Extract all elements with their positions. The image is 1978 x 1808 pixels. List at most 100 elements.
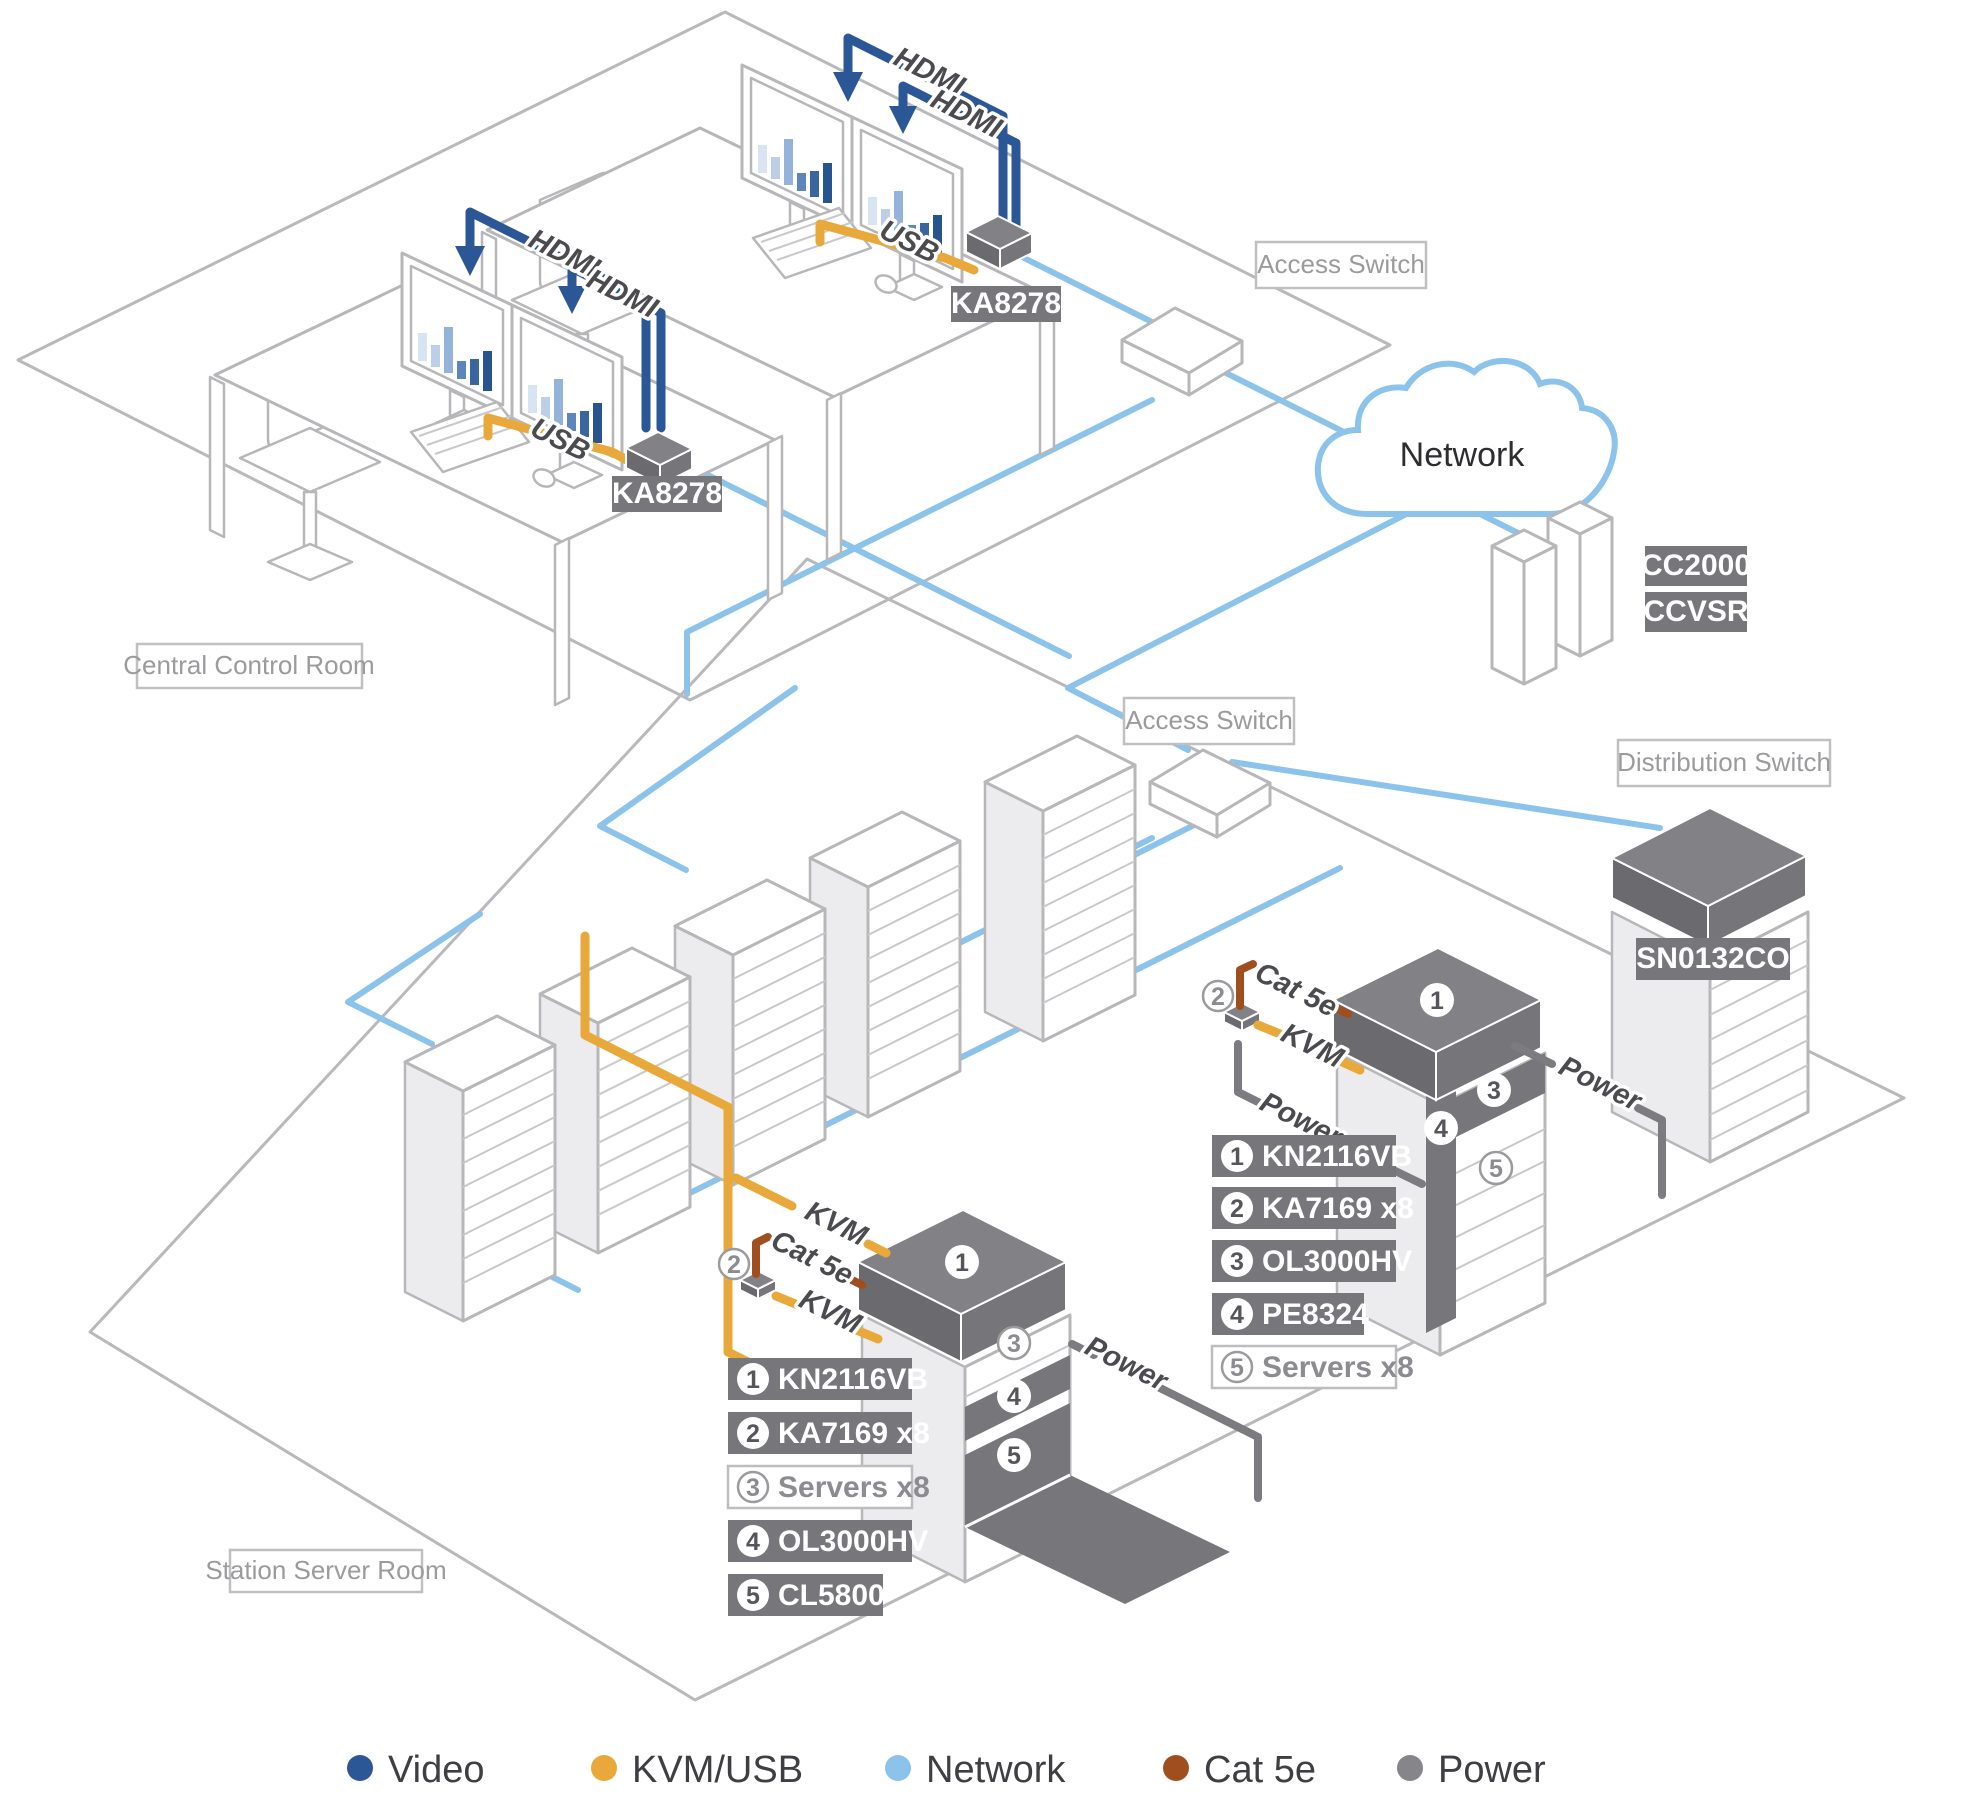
empty-rack (538, 946, 692, 1255)
svg-text:5: 5 (746, 1582, 760, 1610)
mouse (874, 274, 898, 294)
access-switch-bottom: Access Switch (1122, 696, 1296, 839)
power-cable-right (1511, 1042, 1666, 1199)
callout-badge: 4 OL3000HV (728, 1520, 928, 1562)
ka8278-badge: KA8278 (951, 286, 1061, 322)
svg-text:2: 2 (727, 1251, 741, 1279)
svg-text:Network: Network (926, 1749, 1066, 1791)
cat5e-cable (752, 1233, 866, 1289)
svg-text:SN0132CO: SN0132CO (1636, 942, 1789, 975)
svg-text:5: 5 (1489, 1155, 1503, 1183)
empty-rack (983, 734, 1137, 1043)
server-tower (1546, 500, 1614, 658)
svg-text:4: 4 (746, 1528, 760, 1556)
hdmi-label: HDMI (926, 83, 1007, 145)
rack-group-right: 1 3 4 5 2 Cat 5e KVM Power Power (1201, 946, 1666, 1390)
cc2000-badge: CC2000 (1641, 546, 1751, 586)
kvm-label: KVM (794, 1283, 867, 1341)
power-label: Power (1080, 1330, 1174, 1398)
empty-rack-row (403, 734, 1137, 1323)
svg-text:2: 2 (1230, 1195, 1244, 1223)
access-switch-bottom-label: Access Switch (1122, 696, 1296, 746)
svg-text:3: 3 (1007, 1330, 1021, 1358)
access-switch-top: Access Switch (1120, 240, 1428, 397)
sn0132co-switch (1609, 806, 1809, 948)
ccvsr-badge: CCVSR (1643, 592, 1749, 632)
svg-text:Access Switch: Access Switch (1257, 249, 1425, 279)
svg-text:4: 4 (1007, 1383, 1021, 1411)
callout-badge: 3 Servers x8 (726, 1464, 930, 1510)
svg-text:CCVSR: CCVSR (1643, 595, 1748, 628)
distribution-switch-rack: Distribution Switch SN0132CO (1609, 738, 1832, 1164)
svg-text:CL5800: CL5800 (778, 1579, 885, 1612)
svg-text:Cat 5e: Cat 5e (1204, 1749, 1316, 1791)
legend: Video KVM/USB Network Cat 5e Power (347, 1749, 1546, 1791)
access-switch-top-label: Access Switch (1254, 240, 1428, 290)
hdmi-cables (833, 33, 1021, 237)
video-color-dot (347, 1755, 373, 1781)
network-cloud: Network (1314, 357, 1618, 517)
station-server-room-floor (88, 557, 1906, 1702)
svg-text:5: 5 (1230, 1354, 1244, 1382)
empty-rack (808, 810, 962, 1119)
power-color-dot (1397, 1755, 1423, 1781)
svg-text:3: 3 (1487, 1077, 1501, 1105)
svg-text:KA8278: KA8278 (612, 477, 722, 510)
svg-text:Station Server Room: Station Server Room (205, 1555, 446, 1585)
station-server-room-label: Station Server Room (205, 1548, 447, 1594)
svg-text:KN2116VB: KN2116VB (778, 1363, 928, 1396)
svg-text:1: 1 (955, 1249, 969, 1277)
svg-text:KA7169 x8: KA7169 x8 (778, 1417, 930, 1450)
cl5800-keyboard-tray (965, 1475, 1230, 1604)
management-servers: CC2000 CCVSR (1490, 500, 1751, 686)
svg-text:2: 2 (1211, 983, 1225, 1011)
svg-text:KA8278: KA8278 (951, 287, 1061, 320)
kvm-cable-upper (731, 1173, 891, 1258)
svg-text:KA7169 x8: KA7169 x8 (1262, 1192, 1414, 1225)
svg-text:OL3000HV: OL3000HV (778, 1525, 928, 1558)
central-control-room-label: Central Control Room (123, 642, 375, 690)
svg-text:1: 1 (1430, 987, 1444, 1015)
central-control-room-floor (16, 10, 1392, 702)
svg-text:Central Control Room: Central Control Room (123, 650, 374, 680)
power-cable (1068, 1340, 1262, 1502)
rack-right-callout-list: 1 KN2116VB 2 KA7169 x8 3 OL3000HV 4 PE83… (1210, 1135, 1414, 1390)
svg-text:Power: Power (1438, 1749, 1546, 1791)
svg-text:Access Switch: Access Switch (1125, 705, 1293, 735)
hdmi-cables (455, 207, 666, 433)
callout-badge: 4 PE8324 (1212, 1293, 1369, 1335)
svg-text:Servers x8: Servers x8 (778, 1471, 930, 1504)
svg-text:2: 2 (746, 1420, 760, 1448)
svg-text:3: 3 (1230, 1248, 1244, 1276)
callout-badge: 1 KN2116VB (728, 1358, 928, 1400)
empty-rack (403, 1014, 557, 1323)
svg-text:KVM/USB: KVM/USB (632, 1749, 803, 1791)
svg-text:4: 4 (1434, 1115, 1448, 1143)
callout-badge: 2 KA7169 x8 (1212, 1187, 1414, 1229)
rack-left-callout-list: 1 KN2116VB 2 KA7169 x8 3 Servers x8 4 OL… (726, 1358, 930, 1616)
mouse (532, 468, 556, 488)
svg-text:5: 5 (1007, 1442, 1021, 1470)
svg-text:3: 3 (746, 1474, 760, 1502)
svg-text:Video: Video (388, 1749, 485, 1791)
sn0132co-badge: SN0132CO (1636, 938, 1790, 980)
callout-badge: 5 CL5800 (728, 1574, 885, 1616)
callout-badge: 5 Servers x8 (1210, 1344, 1414, 1390)
ka8278-badge: KA8278 (612, 476, 722, 512)
callout-badge: 2 KA7169 x8 (728, 1412, 930, 1454)
legend-item-cat5e: Cat 5e (1163, 1749, 1316, 1791)
distribution-switch-label: Distribution Switch (1616, 738, 1832, 788)
svg-text:OL3000HV: OL3000HV (1262, 1245, 1412, 1278)
legend-item-power: Power (1397, 1749, 1546, 1791)
legend-item-video: Video (347, 1749, 485, 1791)
network-color-dot (885, 1755, 911, 1781)
kvm-usb-color-dot (591, 1755, 617, 1781)
kvm-cable (1253, 1020, 1365, 1075)
svg-text:Servers x8: Servers x8 (1262, 1351, 1414, 1384)
svg-text:1: 1 (746, 1366, 760, 1394)
legend-item-network: Network (885, 1749, 1066, 1791)
usb-cable (815, 219, 979, 275)
network-cloud-label: Network (1400, 436, 1526, 474)
